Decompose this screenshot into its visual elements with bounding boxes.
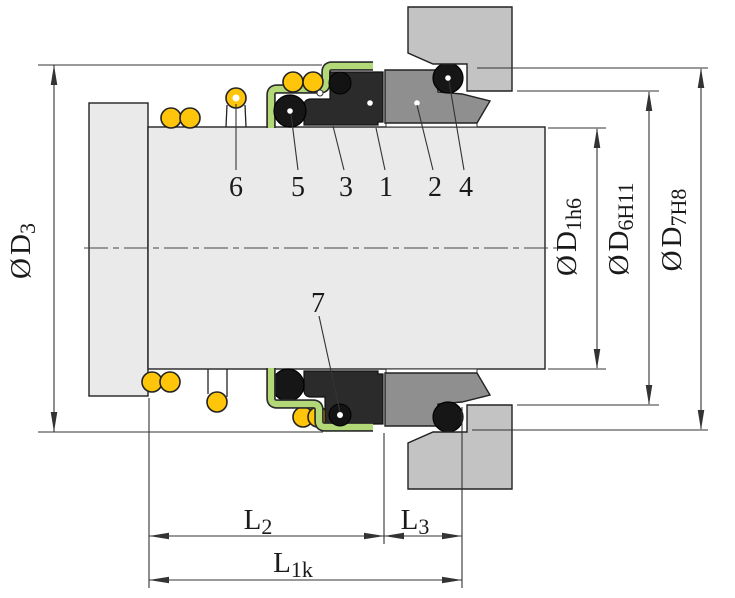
dimension-d1h6: ØD1h6 [548, 127, 606, 370]
arrowhead-right [364, 532, 384, 540]
dimension-d3: ØD3 [5, 64, 323, 433]
drive-ring-section [328, 71, 352, 95]
arrowhead-left [149, 576, 169, 584]
part-labels: 6 5 3 1 2 4 7 [229, 172, 473, 319]
rotating-face-retainer [303, 370, 384, 425]
dimension-l3: L3 [384, 407, 463, 588]
arrowhead-down [645, 385, 653, 405]
elastomer-boot [267, 368, 373, 431]
part-label-1: 1 [379, 172, 393, 203]
center-mark-dot [287, 108, 293, 114]
center-mark-dot [337, 412, 343, 418]
boot-joint-dot [316, 89, 324, 97]
part-label-7: 7 [311, 288, 325, 319]
part-label-2: 2 [428, 172, 442, 203]
part-label-5: 5 [291, 172, 305, 203]
arrowhead-up [697, 68, 705, 88]
dimension-l1k: L1k [149, 547, 462, 584]
gland-plate [407, 6, 513, 92]
dim-label-d6h11: ØD6H11 [603, 183, 638, 276]
leader-line [290, 113, 299, 171]
spring-wire [225, 104, 228, 128]
dim-label-d7h8: ØD7H8 [656, 189, 691, 272]
arrowhead-right [442, 532, 462, 540]
leader-lines [235, 80, 465, 413]
arrowhead-up [50, 65, 58, 85]
center-mark-dot [445, 75, 451, 81]
spring-coil [206, 391, 228, 413]
shaft-collar [88, 102, 149, 397]
gland-plate [407, 404, 513, 490]
dimension-l2: L2 [148, 398, 385, 588]
dim-label-d3: ØD3 [5, 223, 40, 279]
spring-coil [159, 371, 181, 393]
center-mark-dot [367, 100, 373, 106]
seal-assembly-bottom [141, 368, 513, 490]
spring-coil [179, 107, 201, 129]
elastomer-boot [267, 62, 373, 128]
dim-label-l2: L2 [244, 504, 273, 539]
leader-line [375, 127, 386, 171]
spring-coil [141, 371, 163, 393]
arrowhead-up [593, 128, 601, 148]
spring-coil [282, 71, 304, 93]
spring-coil [302, 71, 324, 93]
arrowhead-right [442, 576, 462, 584]
arrowhead-down [50, 412, 58, 432]
dimension-d7h8: ØD7H8 [472, 67, 708, 431]
dim-label-l3: L3 [401, 504, 430, 539]
o-ring [432, 401, 464, 433]
part-label-4: 4 [459, 172, 473, 203]
part-label-3: 3 [339, 172, 353, 203]
arrowhead-down [593, 349, 601, 369]
leader-line [332, 125, 345, 171]
leader-line [416, 104, 434, 171]
leader-line [448, 80, 465, 171]
dimension-d6h11: ØD6H11 [517, 90, 659, 406]
spring-center-dot [232, 94, 240, 102]
leader-line [318, 315, 341, 413]
spring-wire [244, 104, 247, 128]
spring-coil [160, 107, 182, 129]
arrowhead-left [384, 532, 404, 540]
arrowhead-up [645, 91, 653, 111]
dim-label-l1k: L1k [273, 547, 313, 582]
seal-assembly-top [160, 6, 513, 129]
arrowhead-left [149, 532, 169, 540]
part-label-6: 6 [229, 172, 243, 203]
arrowhead-down [697, 410, 705, 430]
o-ring [271, 368, 305, 402]
center-mark-dot [414, 100, 420, 106]
dim-label-d1h6: ØD1h6 [551, 198, 586, 276]
